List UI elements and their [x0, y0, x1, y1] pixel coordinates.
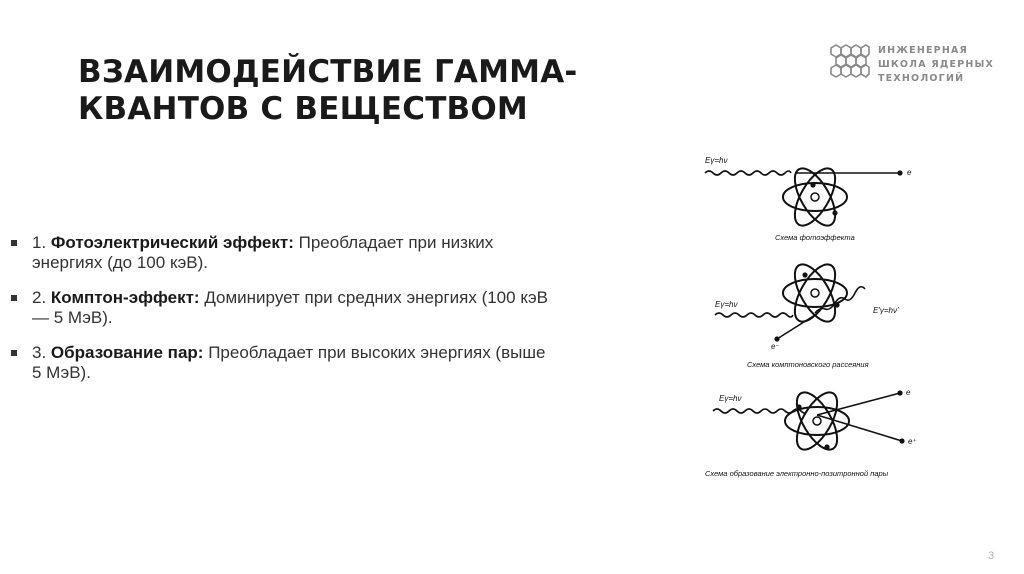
- compton-electron-dot: [774, 336, 780, 342]
- photo-electron-dot: [897, 170, 903, 176]
- pair-caption: Схема образование электронно-позитронной…: [705, 469, 889, 478]
- bullet-term: Фотоэлектрический эффект:: [50, 233, 294, 252]
- pair-positron-label: e⁺: [908, 437, 917, 446]
- bullet-list: 1. Фотоэлектрический эффект: Преобладает…: [8, 233, 548, 398]
- pair-atom-icon: [784, 385, 850, 457]
- bullet-number: 1.: [32, 233, 47, 252]
- orbit-electron-dot: [834, 302, 840, 308]
- pair-positron-path: [816, 414, 903, 442]
- bullet-item: 1. Фотоэлектрический эффект: Преобладает…: [8, 233, 548, 273]
- pair-electron-label: e: [906, 388, 911, 397]
- photo-electron-label: e: [907, 168, 912, 177]
- pair-production-scheme: Eγ=hν e e⁺ Схема образование электронно-…: [705, 385, 917, 478]
- bullet-term: Комптон-эффект:: [50, 288, 200, 307]
- compton-scattered-wave: [814, 285, 866, 314]
- compton-electron-path: [776, 314, 816, 340]
- bullet-item: 3. Образование пар: Преобладает при высо…: [8, 343, 548, 383]
- compton-scheme: Eγ=hν E'γ=hν' e⁻ Схема комптоновского ра…: [714, 257, 899, 369]
- orbit-electron-dot: [824, 444, 830, 450]
- compton-gamma-wave: [714, 312, 794, 318]
- bullet-text: Доминирует при средних энергиях (100 кэВ…: [32, 288, 548, 327]
- orbit-electron-dot: [796, 404, 802, 410]
- title-line-2: КВАНТОВ С ВЕЩЕСТВОМ: [78, 91, 528, 127]
- pair-electron-dot: [897, 390, 903, 396]
- title-line-1: ВЗАИМОДЕЙСТВИЕ ГАММА-: [78, 54, 578, 90]
- orbit-electron-dot: [832, 210, 838, 216]
- bullet-text: Преобладает при высоких энергиях (выше 5…: [32, 343, 546, 382]
- slide-title: ВЗАИМОДЕЙСТВИЕ ГАММА- КВАНТОВ С ВЕЩЕСТВО…: [78, 54, 638, 128]
- compton-scattered-label: E'γ=hν': [873, 306, 899, 315]
- logo-text: ИНЖЕНЕРНАЯ ШКОЛА ЯДЕРНЫХ ТЕХНОЛОГИЙ: [878, 44, 994, 86]
- hexagon-grid-logo-icon: [830, 44, 870, 79]
- interaction-schemes-figure: Eγ=hν e Схема фотоэффекта Eγ=hν E'γ=hν' …: [704, 156, 917, 478]
- photo-gamma-wave: [704, 170, 792, 176]
- pair-positron-dot: [899, 438, 905, 444]
- orbit-electron-dot: [802, 272, 808, 278]
- pair-energy-label: Eγ=hν: [719, 394, 741, 403]
- bullet-number: 2.: [32, 288, 47, 307]
- school-logo: ИНЖЕНЕРНАЯ ШКОЛА ЯДЕРНЫХ ТЕХНОЛОГИЙ: [830, 43, 1000, 87]
- compton-atom-icon: [782, 257, 848, 329]
- bullet-term: Образование пар:: [50, 343, 204, 362]
- logo-line-3: ТЕХНОЛОГИЙ: [878, 73, 965, 84]
- orbit-electron-dot: [810, 182, 816, 188]
- bullet-item: 2. Комптон-эффект: Доминирует при средни…: [8, 288, 548, 328]
- photoeffect-scheme: Eγ=hν e Схема фотоэффекта: [704, 156, 912, 242]
- photo-energy-label: Eγ=hν: [705, 156, 727, 165]
- bullet-number: 3.: [32, 343, 47, 362]
- bullet-text: Преобладает при низких энергиях (до 100 …: [32, 233, 494, 272]
- compton-caption: Схема комптоновского рассеяния: [747, 360, 869, 369]
- pair-electron-path: [816, 392, 901, 416]
- page-number: 3: [988, 550, 995, 562]
- photo-caption: Схема фотоэффекта: [775, 233, 855, 242]
- logo-line-2: ШКОЛА ЯДЕРНЫХ: [878, 59, 995, 70]
- compton-electron-label: e⁻: [771, 342, 780, 351]
- compton-energy-label: Eγ=hν: [715, 300, 737, 309]
- logo-line-1: ИНЖЕНЕРНАЯ: [878, 45, 969, 56]
